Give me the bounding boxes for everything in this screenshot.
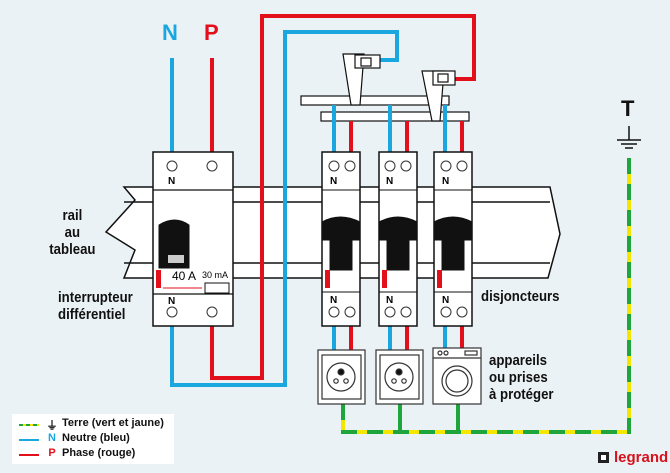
- earth-wires: [341, 158, 631, 434]
- devices-label-line-3: à protéger: [489, 386, 554, 403]
- breaker-2-terminal-bottom: N: [386, 295, 394, 306]
- legend-earth: ⏚ Terre (vert et jaune): [12, 417, 174, 432]
- logo-icon: [598, 452, 609, 463]
- rcd-module: [152, 151, 234, 327]
- rail-label-line-1: rail: [62, 207, 83, 224]
- legend-neutral: N Neutre (bleu): [12, 432, 174, 446]
- earth-label: T: [621, 96, 635, 121]
- breaker-3: [433, 151, 473, 327]
- legend-phase: P Phase (rouge): [12, 447, 174, 461]
- devices-label-line-2: ou prises: [489, 369, 548, 386]
- neutral-symbol: N: [48, 432, 56, 444]
- phase-symbol: P: [48, 447, 56, 459]
- breaker-1: [321, 151, 361, 327]
- rcd-phase-output: [210, 14, 476, 380]
- rcd-sensitivity: 30 mA: [202, 270, 229, 280]
- phase-label: P: [204, 20, 219, 45]
- terminal-screws: [166, 160, 468, 318]
- neutral-wire-swatch: [19, 439, 39, 441]
- breaker-1-terminal-top: N: [330, 176, 338, 187]
- rcd-terminal-label-bottom: N: [168, 296, 176, 307]
- rail-label-line-2: au: [64, 224, 81, 241]
- rcd-label: interrupteur différentiel: [58, 289, 133, 323]
- breaker-modules: [321, 151, 473, 327]
- socket-2: [375, 349, 424, 405]
- earth-wire-swatch: [19, 424, 39, 426]
- brand-logo: legrand: [598, 449, 668, 466]
- breaker-3-terminal-bottom: N: [442, 295, 450, 306]
- devices-label-line-1: appareils: [489, 352, 547, 369]
- breaker-feed-wires: [332, 105, 464, 152]
- devices: [317, 347, 482, 405]
- rcd-label-line-1: interrupteur: [58, 289, 133, 306]
- breakers-label: disjoncteurs: [481, 288, 560, 305]
- legend-neutral-label: Neutre (bleu): [62, 432, 130, 444]
- incoming-wires: [170, 14, 476, 387]
- legend-earth-label: Terre (vert et jaune): [62, 417, 164, 429]
- device-wires: [332, 326, 464, 350]
- earth-icon: ⏚: [46, 420, 58, 432]
- devices-label: appareils ou prises à protéger: [489, 352, 554, 403]
- rcd-terminal-label-top: N: [168, 176, 176, 187]
- rcd-neutral-output: [170, 30, 399, 387]
- breaker-3-terminal-top: N: [442, 176, 450, 187]
- busbar-comb: [300, 53, 470, 122]
- legend-phase-label: Phase (rouge): [62, 447, 136, 459]
- earth-symbol: [617, 126, 641, 149]
- rail-label-line-3: tableau: [49, 241, 96, 258]
- breaker-2-terminal-top: N: [386, 176, 394, 187]
- neutral-label: N: [162, 20, 178, 45]
- breaker-2: [378, 151, 418, 327]
- phase-wire-swatch: [19, 454, 39, 456]
- rcd-rating: 40 A: [172, 269, 197, 283]
- rcd-label-line-2: différentiel: [58, 306, 126, 323]
- socket-1: [317, 349, 366, 405]
- legend: ⏚ Terre (vert et jaune) N Neutre (bleu) …: [12, 414, 174, 464]
- breaker-1-terminal-bottom: N: [330, 295, 338, 306]
- rail-label: rail au tableau: [46, 207, 99, 258]
- brand-name: legrand: [614, 449, 669, 466]
- washing-machine: [432, 347, 482, 405]
